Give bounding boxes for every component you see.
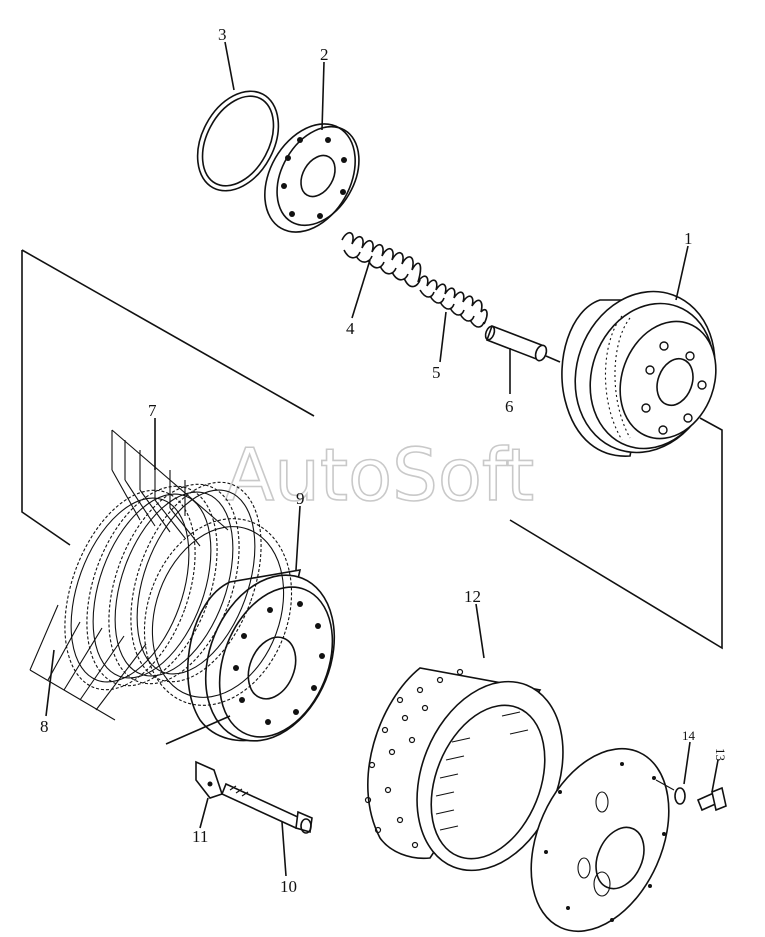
snap-ring-part-3 — [196, 90, 280, 192]
lock-plate-part-11 — [195, 760, 224, 799]
washer-part-14 — [655, 779, 686, 805]
outer-spring-part-4 — [341, 232, 422, 288]
label-part-1: 1 — [684, 229, 693, 248]
label-part-13: 13 — [713, 748, 728, 761]
bolt-part-13 — [696, 786, 727, 812]
carrier-part-1 — [561, 290, 717, 457]
label-part-8: 8 — [40, 717, 49, 736]
bolt-part-10 — [220, 782, 313, 834]
watermark: AutoSoft — [225, 433, 534, 517]
label-part-9: 9 — [296, 489, 305, 508]
label-part-14: 14 — [682, 728, 696, 743]
label-part-10: 10 — [280, 877, 297, 896]
assembly-lines — [21, 249, 723, 745]
label-part-6: 6 — [505, 397, 514, 416]
label-part-4: 4 — [346, 319, 355, 338]
label-part-5: 5 — [432, 363, 441, 382]
label-part-2: 2 — [320, 45, 329, 64]
label-part-3: 3 — [218, 25, 227, 44]
label-part-11: 11 — [192, 827, 208, 846]
label-part-12: 12 — [464, 587, 481, 606]
plate-part-2 — [264, 123, 360, 233]
leader-lines — [45, 41, 719, 877]
inner-spring-part-5 — [417, 275, 488, 328]
pin-part-6 — [484, 324, 561, 363]
clutch-discs-part-7-8 — [29, 429, 293, 721]
cover-plate — [530, 747, 670, 933]
drum-part-12 — [364, 667, 564, 872]
label-part-7: 7 — [148, 401, 157, 420]
